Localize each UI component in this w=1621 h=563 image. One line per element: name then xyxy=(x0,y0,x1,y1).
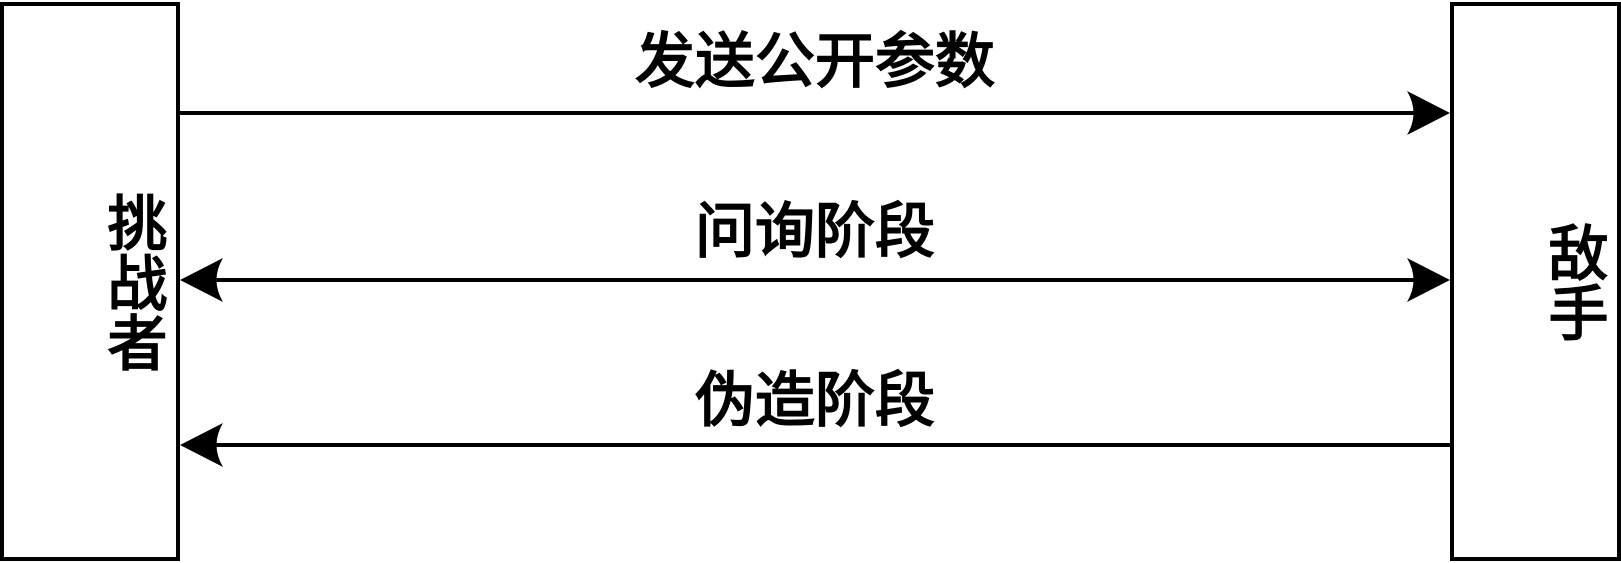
adversary-box: 敌手 xyxy=(1450,2,1621,561)
flow-label-send-params: 发送公开参数 xyxy=(635,27,995,97)
flow-label-forge-phase: 伪造阶段 xyxy=(695,366,935,436)
arrow-forge-head-left xyxy=(180,423,223,467)
challenger-label: 挑战者 xyxy=(97,191,167,372)
arrow-send-params-head-right xyxy=(1407,91,1450,135)
flow-label-query-phase: 问询阶段 xyxy=(695,197,935,267)
adversary-label: 敌手 xyxy=(1538,221,1608,342)
challenger-box: 挑战者 xyxy=(0,2,180,561)
arrow-query-head-left xyxy=(180,258,223,302)
arrow-query-head-right xyxy=(1407,258,1450,302)
